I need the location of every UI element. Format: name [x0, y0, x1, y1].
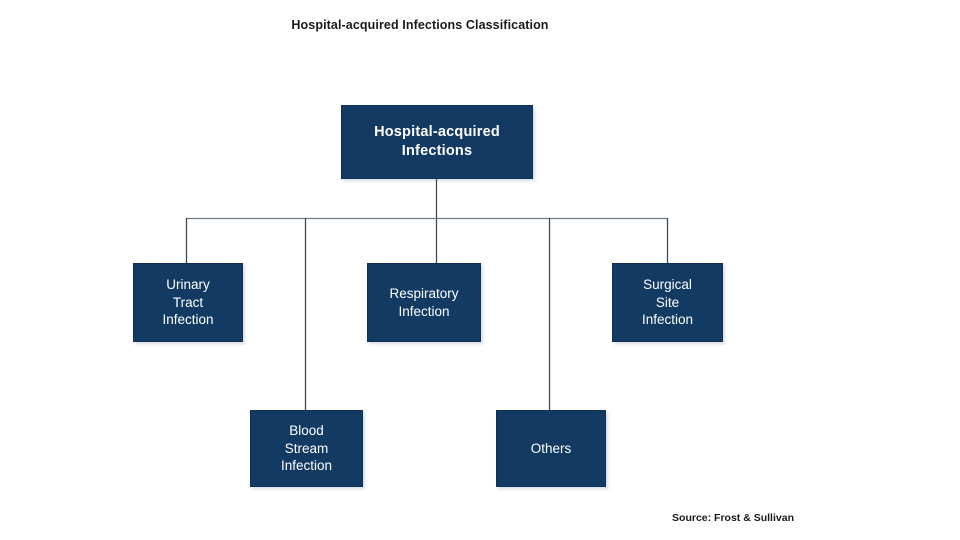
node-label: Hospital-acquired Infections: [374, 123, 500, 159]
node-respiratory-infection[interactable]: Respiratory Infection: [367, 263, 481, 342]
node-label: Others: [530, 440, 572, 456]
node-blood-stream-infection[interactable]: Blood Stream Infection: [250, 410, 363, 487]
node-label: Urinary Tract Infection: [162, 276, 214, 328]
source-attribution: Source: Frost & Sullivan: [672, 512, 794, 524]
node-hospital-acquired-infections[interactable]: Hospital-acquired Infections: [341, 105, 533, 179]
page-title: Hospital-acquired Infections Classificat…: [291, 18, 549, 32]
node-surgical-site-infection[interactable]: Surgical Site Infection: [612, 263, 723, 342]
node-label: Blood Stream Infection: [280, 422, 333, 474]
node-urinary-tract-infection[interactable]: Urinary Tract Infection: [133, 263, 243, 342]
node-label: Surgical Site Infection: [641, 276, 694, 328]
node-label: Respiratory Infection: [389, 285, 459, 319]
node-others[interactable]: Others: [496, 410, 606, 487]
